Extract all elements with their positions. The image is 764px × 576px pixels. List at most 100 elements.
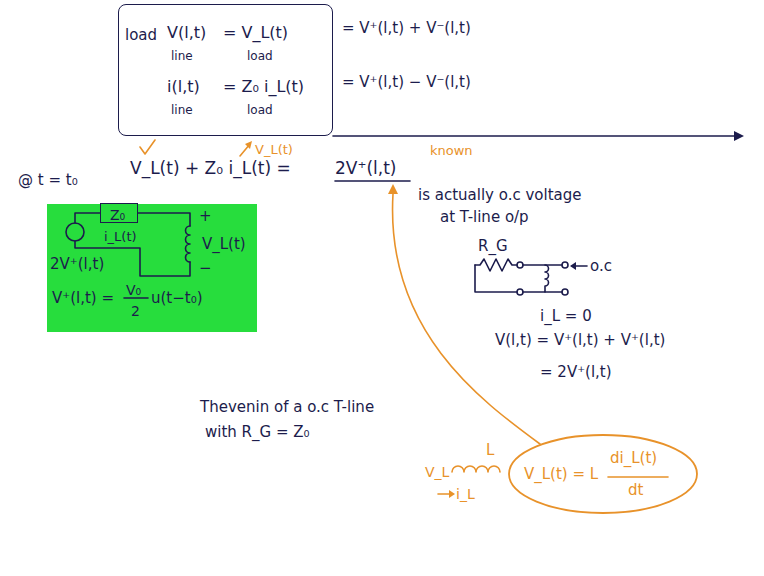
annotation-text: 2V⁺(l,t) [335, 158, 396, 178]
text-holder: L [486, 440, 494, 459]
text-holder: V_L(t) [202, 234, 246, 253]
equation-text: load [247, 49, 273, 63]
reference-curve [393, 194, 540, 444]
text-holder: i_L(t) [104, 226, 137, 245]
annotation-text: L [486, 441, 494, 459]
equation-text: = Z₀ i_L(t) [223, 77, 304, 96]
annotation-text: is actually o.c voltage [418, 186, 582, 204]
annotation-text: V_L [425, 464, 449, 481]
circuit-text: i_L(t) [104, 229, 137, 245]
text-holder: V_L(t) [255, 139, 293, 158]
text-holder: = V_L(t) [223, 23, 288, 42]
equation-text: load [247, 103, 273, 117]
text-holder: load [247, 45, 273, 64]
annotation-text: = V⁺(l,t) + V⁻(l,t) [342, 19, 471, 37]
text-holder: R_G [478, 236, 508, 255]
equation-text: line [171, 103, 193, 117]
text-holder: i_L [456, 484, 475, 503]
equation-text: load [125, 26, 157, 44]
underline [335, 180, 410, 182]
text-holder: V(l,t) [167, 23, 206, 42]
annotation-text: V_L(t) + Z₀ i_L(t) = [130, 158, 291, 178]
text-holder: = 2V⁺(l,t) [540, 362, 612, 381]
fraction-bar [608, 476, 668, 478]
circuit-text: 2 [131, 303, 140, 320]
text-holder: Thevenin of a o.c T-line [200, 397, 374, 416]
annotation-text: o.c [590, 257, 612, 275]
annotation-text: with R_G = Z₀ [205, 423, 310, 441]
text-holder: i(l,t) [167, 77, 200, 96]
text-holder: line [171, 99, 193, 118]
annotation-text: i_L = 0 [540, 307, 592, 325]
arrowhead [449, 490, 455, 498]
circuit-text: V_L(t) [202, 235, 246, 253]
annotation-text: known [430, 143, 473, 159]
line-symbol [523, 265, 549, 292]
impedance-text: Z₀ [110, 207, 125, 224]
arrowhead [734, 131, 744, 141]
current-arrow [438, 493, 450, 495]
annotation-text: V(l,t) = V⁺(l,t) + V⁺(l,t) [495, 331, 665, 349]
text-holder: with R_G = Z₀ [205, 422, 310, 441]
text-holder: V(l,t) = V⁺(l,t) + V⁺(l,t) [495, 330, 665, 349]
resistor-symbol [475, 259, 517, 271]
text-holder: Z₀ [110, 205, 125, 224]
voltage-source-symbol [66, 223, 84, 241]
text-holder: known [430, 140, 473, 159]
check-mark [140, 140, 155, 154]
equation-text: line [171, 49, 193, 63]
equation-text: = V_L(t) [223, 23, 288, 42]
text-holder: V_L [425, 462, 449, 481]
text-holder: load [125, 25, 157, 44]
annotation-text: = V⁺(l,t) − V⁻(l,t) [342, 73, 471, 91]
text-holder: V_L(t) = L [524, 464, 598, 483]
equation-text: i(l,t) [167, 77, 200, 96]
text-holder: V⁺(l,t) = [52, 288, 114, 307]
text-holder: i_L = 0 [540, 306, 592, 325]
text-holder: is actually o.c voltage [418, 185, 582, 204]
arrowhead [570, 262, 576, 270]
open-terminal [562, 289, 568, 295]
annotation-text: V_L(t) [255, 142, 293, 158]
text-holder: 2V⁺(l,t) [50, 254, 104, 273]
terminal [517, 262, 523, 268]
highlight-region [47, 204, 257, 332]
equation-text: V_L(t) = L [524, 465, 598, 483]
open-terminal [562, 262, 568, 268]
circuit-text: V₀ [126, 282, 141, 299]
circuit-text: 2V⁺(l,t) [50, 255, 104, 273]
oval-outline [509, 435, 697, 513]
circuit-text: − [199, 259, 212, 277]
text-holder: + [199, 206, 212, 225]
annotation-text: at T-line o/p [440, 208, 529, 226]
text-holder: V_L(t) + Z₀ i_L(t) = [130, 158, 291, 178]
annotation-text: = 2V⁺(l,t) [540, 363, 612, 381]
text-holder: @ t = t₀ [18, 170, 78, 189]
annotation-text: R_G [478, 237, 508, 255]
text-holder: = V⁺(l,t) − V⁻(l,t) [342, 72, 471, 91]
circuit-text: u(t−t₀) [151, 289, 203, 307]
inductor-equation-oval: V_L(t) = L di_L(t)dt [508, 434, 698, 514]
annotation-text: @ t = t₀ [18, 171, 78, 189]
wire [475, 265, 517, 292]
long-arrow-line [333, 135, 736, 137]
equation-box: loadV(l,t)line= V_L(t)loadi(l,t)line= Z₀… [118, 4, 333, 136]
text-holder: o.c [590, 256, 612, 275]
inductor-symbol [186, 226, 191, 262]
terminal [517, 289, 523, 295]
circuit-text: V⁺(l,t) = [52, 289, 114, 307]
wire [545, 265, 562, 292]
text-holder: u(t−t₀) [151, 288, 203, 307]
text-holder: − [199, 258, 212, 277]
equation-text: dt [628, 481, 643, 499]
arrowhead [245, 141, 252, 149]
inductor-symbol [452, 466, 500, 472]
text-holder: di_L(t) [610, 448, 657, 467]
equation-text: V(l,t) [167, 23, 206, 42]
text-holder: dt [628, 480, 643, 499]
thevenin-circuit: 2V⁺(l,t)i_L(t) + V_L(t) − V⁺(l,t) = V₀ 2 u(t−t₀… [47, 204, 257, 332]
text-holder: = V⁺(l,t) + V⁻(l,t) [342, 18, 471, 37]
text-holder: line [171, 45, 193, 64]
